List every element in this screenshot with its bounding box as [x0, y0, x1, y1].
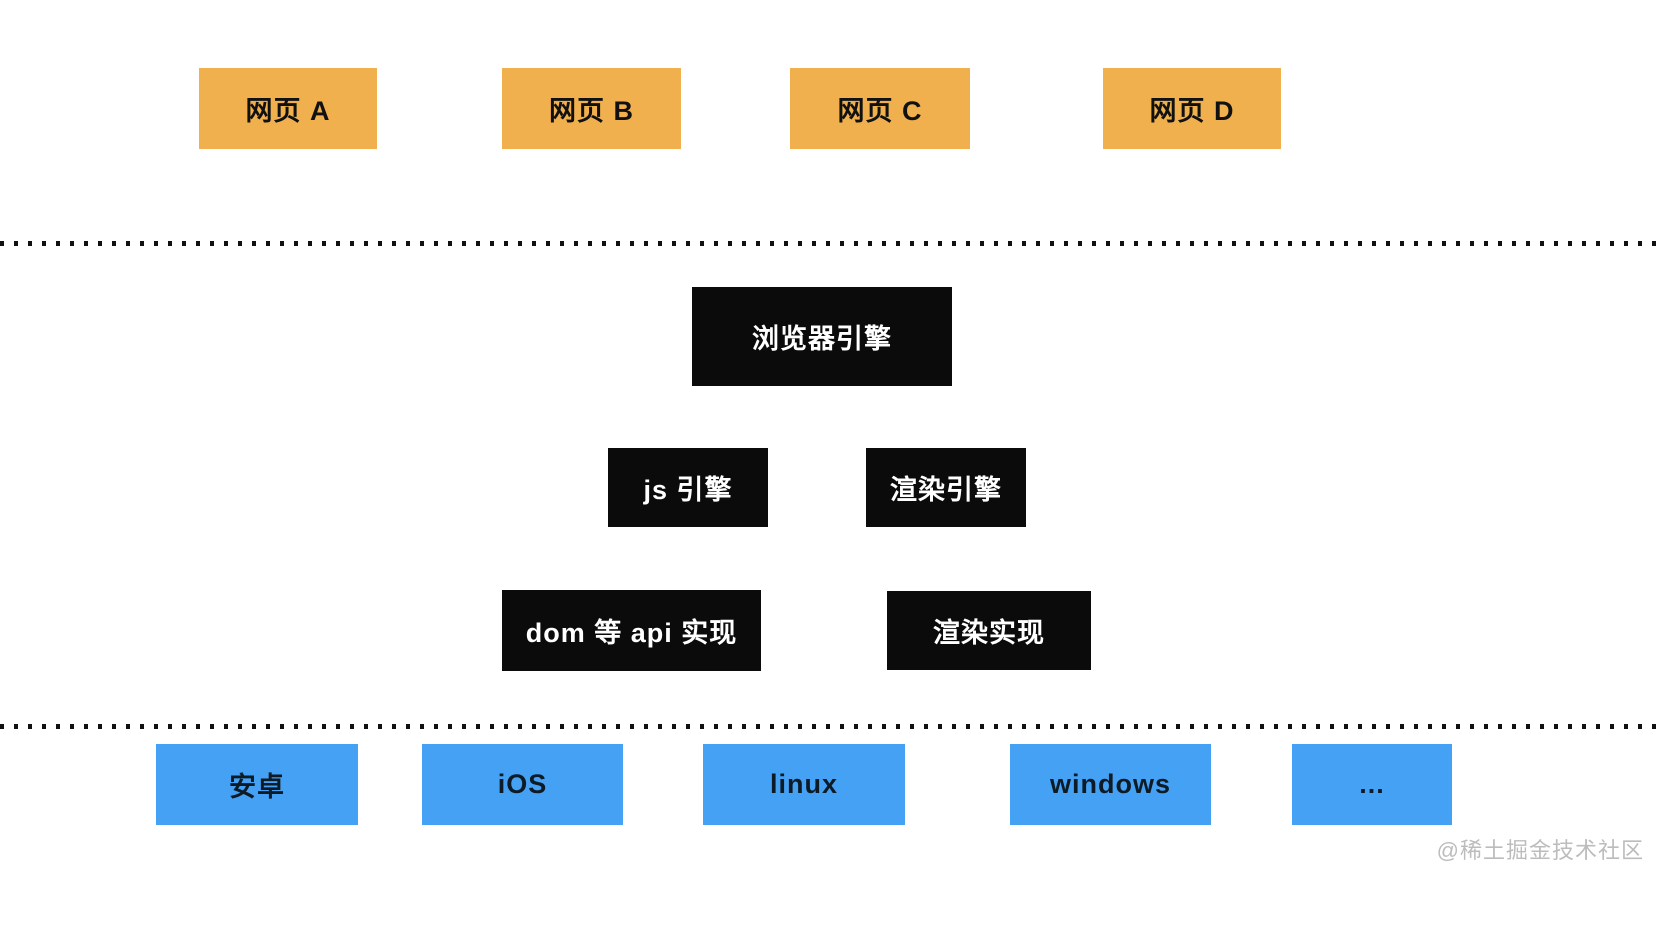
os-windows-box: windows — [1010, 744, 1211, 825]
dom-api-implementation-box: dom 等 api 实现 — [502, 590, 761, 671]
os-android-box: 安卓 — [156, 744, 358, 825]
js-engine-box: js 引擎 — [608, 448, 768, 527]
web-page-c-box: 网页 C — [790, 68, 970, 149]
upper-dotted-divider — [0, 241, 1656, 246]
os-more-box: ... — [1292, 744, 1452, 825]
render-engine-box: 渲染引擎 — [866, 448, 1026, 527]
web-page-a-box: 网页 A — [199, 68, 377, 149]
juejin-watermark: @稀土掘金技术社区 — [1436, 838, 1644, 863]
render-implementation-box: 渲染实现 — [887, 591, 1091, 670]
os-ios-box: iOS — [422, 744, 623, 825]
web-page-d-box: 网页 D — [1103, 68, 1281, 149]
os-linux-box: linux — [703, 744, 905, 825]
browser-engine-box: 浏览器引擎 — [692, 287, 952, 386]
web-page-b-box: 网页 B — [502, 68, 681, 149]
lower-dotted-divider — [0, 724, 1656, 729]
